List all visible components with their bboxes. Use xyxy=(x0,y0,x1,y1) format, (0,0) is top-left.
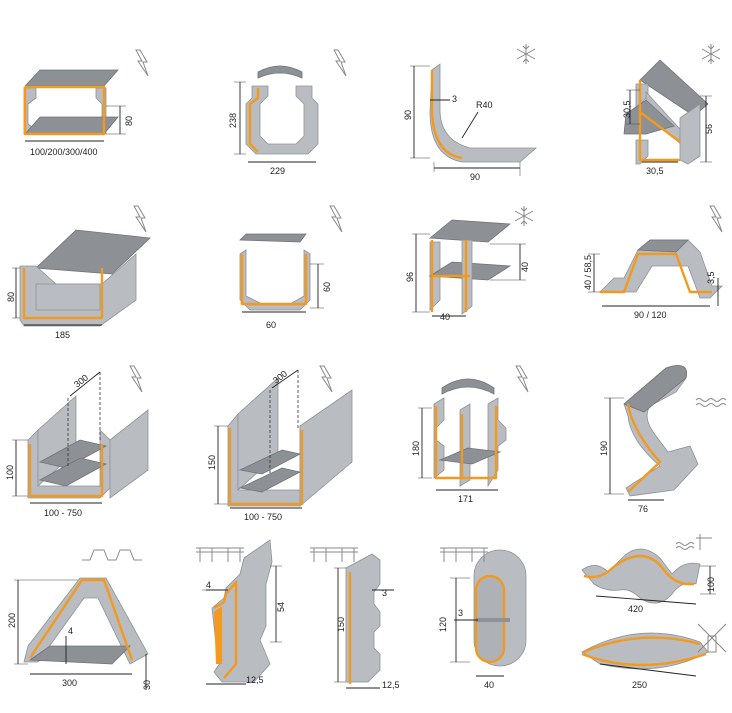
profile-a-frame: 200 4 300 30 xyxy=(7,577,152,690)
p3-radius-label: R40 xyxy=(476,100,493,110)
p13-width-label: 300 xyxy=(62,678,77,688)
profile-rect-tube: 80 100/200/300/400 xyxy=(23,69,134,157)
water-icon xyxy=(695,398,727,407)
p7-right-label: 40 xyxy=(520,262,530,272)
railing-icon xyxy=(310,547,358,562)
p9-height-label: 100 xyxy=(5,465,15,480)
p11-height-label: 180 xyxy=(411,441,421,456)
p6-height-label: 60 xyxy=(322,282,332,292)
p8-width-label: 90 / 120 xyxy=(634,310,667,320)
water-wall-icon xyxy=(675,534,712,550)
p7-height-label: 96 xyxy=(405,272,415,282)
p5-height-label: 80 xyxy=(6,292,16,302)
profile-beam-rail: 4 54 12,5 xyxy=(202,539,286,685)
p17-width-label: 420 xyxy=(628,604,643,614)
snowflake-icon xyxy=(701,44,721,64)
p13-inner-label: 4 xyxy=(68,626,73,636)
lightning-icon xyxy=(515,365,529,393)
profile-u-channel: 60 60 xyxy=(239,233,332,330)
profile-curved-corner: 90 90 3 R40 xyxy=(403,63,538,182)
profile-slim-rail: 3 150 12,5 xyxy=(334,553,400,690)
p16-height-label: 120 xyxy=(438,617,448,632)
profile-omega-hat: 40 / 58,5 3,5 90 / 120 xyxy=(583,239,723,320)
p14-thickness-label: 4 xyxy=(206,580,211,590)
lightning-icon xyxy=(129,365,143,393)
lightning-icon xyxy=(319,365,333,393)
p14-height-label: 54 xyxy=(276,602,286,612)
p3-thickness-label: 3 xyxy=(452,94,457,104)
p5-width-label: 185 xyxy=(55,330,70,340)
profile-airfoil: 250 xyxy=(581,632,709,690)
p2-height-label: 238 xyxy=(228,113,238,128)
p8-height-label: 40 / 58,5 xyxy=(583,255,593,290)
profile-z-sheet-pile: 190 76 xyxy=(599,365,699,514)
p10-width-label: 100 - 750 xyxy=(244,512,282,522)
p17-height-label: 100 xyxy=(706,577,716,592)
p9-depth-label: 300 xyxy=(72,372,90,389)
lightning-icon xyxy=(333,49,347,77)
railing-icon xyxy=(440,547,488,562)
p4-upper-label: 30,5 xyxy=(622,100,632,118)
p12-height-label: 190 xyxy=(599,441,609,456)
profile-double-t: 96 40 40 xyxy=(405,219,530,322)
p8-lip-label: 3,5 xyxy=(706,271,716,284)
lightning-icon xyxy=(135,49,149,77)
p9-width-label: 100 - 750 xyxy=(44,508,82,518)
p13-height-label: 200 xyxy=(7,613,17,628)
p16-thickness-label: 3 xyxy=(458,608,463,618)
p7-width-label: 40 xyxy=(440,312,450,322)
p3-width-label: 90 xyxy=(470,172,480,182)
p6-width-label: 60 xyxy=(266,320,276,330)
profile-box-section: 80 185 xyxy=(6,229,151,340)
p15-height-label: 150 xyxy=(336,617,346,632)
p11-width-label: 171 xyxy=(458,494,473,504)
profile-capped-channel: 180 171 xyxy=(411,378,507,504)
profile-tall-ribbed-channel: 300 150 100 - 750 xyxy=(207,368,353,522)
p1-height-label: 80 xyxy=(124,116,134,126)
profile-closed-hat: 238 229 xyxy=(228,65,319,176)
p1-width-label: 100/200/300/400 xyxy=(30,147,98,157)
p12-width-label: 76 xyxy=(638,504,648,514)
p13-foot-label: 30 xyxy=(142,680,152,690)
profile-wave-sheet: 100 420 xyxy=(581,548,716,614)
profile-oval-rail: 3 120 40 xyxy=(438,549,527,690)
p4-lower-label: 30,5 xyxy=(646,166,664,176)
lightning-icon xyxy=(133,205,147,233)
profile-triangle-support: 30,5 56 30,5 xyxy=(622,59,714,176)
snowflake-icon xyxy=(516,44,536,64)
profile-ribbed-channel: 300 100 100 - 750 xyxy=(5,371,149,518)
p4-height-label: 56 xyxy=(704,124,714,134)
lightning-icon xyxy=(329,205,343,233)
p15-width-label: 12,5 xyxy=(382,680,400,690)
lightning-icon xyxy=(709,205,723,233)
p15-thickness-label: 3 xyxy=(382,588,387,598)
p14-width-label: 12,5 xyxy=(246,675,264,685)
p18-width-label: 250 xyxy=(632,680,647,690)
windmill-icon xyxy=(697,623,727,653)
railing-icon xyxy=(196,547,244,562)
p2-width-label: 229 xyxy=(270,166,285,176)
deck-profile-icon xyxy=(82,549,142,561)
p16-width-label: 40 xyxy=(484,680,494,690)
p3-height-label: 90 xyxy=(403,110,413,120)
snowflake-icon xyxy=(514,206,534,226)
p10-height-label: 150 xyxy=(207,455,217,470)
